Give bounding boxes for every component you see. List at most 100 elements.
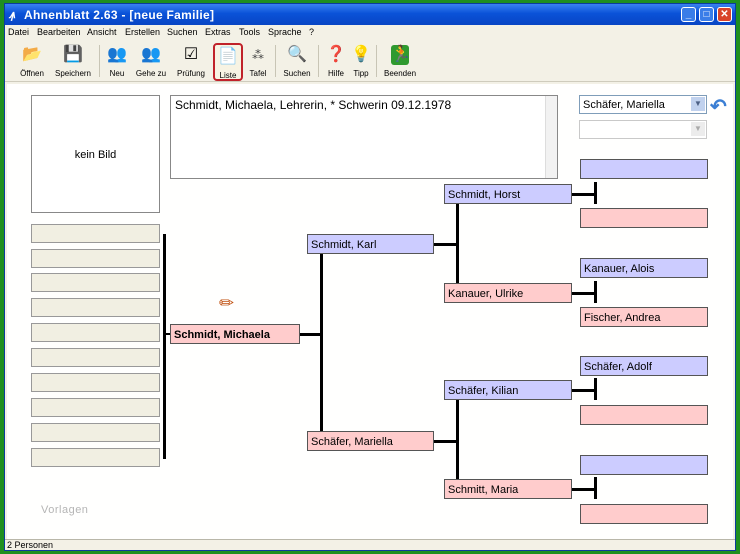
- goto-person-icon: 👥: [141, 46, 161, 63]
- tree-connector: [594, 477, 597, 499]
- exit-icon: 🏃: [391, 45, 411, 65]
- menu-suchen[interactable]: Suchen: [167, 27, 198, 37]
- help-icon: ❓: [326, 46, 346, 63]
- help-button[interactable]: ❓ Hilfe: [323, 43, 349, 81]
- status-text: 2 Personen: [7, 540, 54, 550]
- tree-connector: [434, 243, 456, 246]
- new-label: Neu: [109, 69, 125, 78]
- tree-connector: [572, 292, 596, 295]
- new-person-button[interactable]: 👥 Neu: [104, 43, 130, 81]
- toolbar-separator: [376, 45, 377, 77]
- list-document-icon: 📄: [218, 48, 238, 65]
- person-info-box[interactable]: Schmidt, Michaela, Lehrerin, * Schwerin …: [170, 95, 558, 179]
- menu-help[interactable]: ?: [309, 27, 315, 37]
- paternal-grandfather-box[interactable]: Schmidt, Horst: [444, 184, 572, 204]
- quit-label: Beenden: [383, 69, 417, 78]
- toolbar: 📂 Öffnen 💾 Speichern 👥 Neu 👥 Gehe zu ☑ P…: [5, 40, 735, 82]
- minimize-button[interactable]: _: [681, 7, 696, 22]
- child-slot[interactable]: [31, 224, 160, 243]
- edit-pencil-icon[interactable]: ✏: [219, 293, 235, 313]
- close-button[interactable]: ✕: [717, 7, 732, 22]
- templates-label[interactable]: Vorlagen: [41, 504, 89, 516]
- menu-tools[interactable]: Tools: [239, 27, 261, 37]
- child-slot[interactable]: [31, 298, 160, 317]
- list-button[interactable]: 📄 Liste: [213, 43, 243, 81]
- great-grandparent-box[interactable]: Kanauer, Alois: [580, 258, 708, 278]
- save-disk-icon: 💾: [63, 46, 83, 63]
- title-bar: ꙟ Ahnenblatt 2.63 - [neue Familie] _ □ ✕: [5, 4, 735, 25]
- maximize-button[interactable]: □: [699, 7, 714, 22]
- open-button[interactable]: 📂 Öffnen: [15, 43, 49, 81]
- paternal-grandmother-box[interactable]: Kanauer, Ulrike: [444, 283, 572, 303]
- tree-button[interactable]: ⁂ Tafel: [245, 43, 271, 81]
- toolbar-separator: [99, 45, 100, 77]
- chevron-down-icon[interactable]: ▼: [691, 122, 705, 136]
- save-label: Speichern: [54, 69, 92, 78]
- father-box[interactable]: Schmidt, Karl: [307, 234, 434, 254]
- child-slot[interactable]: [31, 373, 160, 392]
- focus-person-box[interactable]: Schmidt, Michaela: [170, 324, 300, 344]
- no-photo-label: kein Bild: [74, 149, 117, 161]
- tree-label: Tafel: [249, 69, 267, 78]
- great-grandparent-box[interactable]: [580, 405, 708, 425]
- quit-button[interactable]: 🏃 Beenden: [380, 43, 420, 81]
- info-scrollbar[interactable]: [545, 96, 557, 178]
- chevron-down-icon[interactable]: ▼: [691, 97, 705, 111]
- app-window: ꙟ Ahnenblatt 2.63 - [neue Familie] _ □ ✕…: [4, 3, 736, 551]
- mother-box[interactable]: Schäfer, Mariella: [307, 431, 434, 451]
- window-title: Ahnenblatt 2.63 - [neue Familie]: [24, 8, 215, 22]
- child-slot[interactable]: [31, 323, 160, 342]
- toolbar-separator: [318, 45, 319, 77]
- maternal-grandfather-box[interactable]: Schäfer, Kilian: [444, 380, 572, 400]
- menu-bar: Datei Bearbeiten Ansicht Erstellen Suche…: [5, 25, 735, 40]
- tree-connector: [594, 281, 597, 303]
- child-slot[interactable]: [31, 249, 160, 268]
- search-icon: 🔍: [287, 46, 307, 63]
- main-panel: kein Bild Schmidt, Michaela, Lehrerin, *…: [7, 84, 733, 539]
- tree-connector: [594, 182, 597, 204]
- tree-connector: [572, 193, 596, 196]
- goto-button[interactable]: 👥 Gehe zu: [132, 43, 170, 81]
- child-slot[interactable]: [31, 348, 160, 367]
- tree-connector: [320, 243, 323, 441]
- great-grandparent-box[interactable]: Schäfer, Adolf: [580, 356, 708, 376]
- tree-connector: [300, 333, 320, 336]
- check-button[interactable]: ☑ Prüfung: [172, 43, 210, 81]
- menu-bearbeiten[interactable]: Bearbeiten: [37, 27, 81, 37]
- save-button[interactable]: 💾 Speichern: [51, 43, 95, 81]
- search-button[interactable]: 🔍 Suchen: [280, 43, 314, 81]
- family-tree-icon: ⁂: [252, 48, 264, 62]
- person-info-text: Schmidt, Michaela, Lehrerin, * Schwerin …: [175, 98, 452, 112]
- great-grandparent-box[interactable]: [580, 504, 708, 524]
- menu-extras[interactable]: Extras: [205, 27, 231, 37]
- tip-label: Tipp: [353, 69, 369, 78]
- partner-select-value: Schäfer, Mariella: [583, 99, 665, 111]
- child-slot[interactable]: [31, 448, 160, 467]
- undo-icon[interactable]: ↶: [710, 96, 727, 118]
- tree-connector: [434, 440, 456, 443]
- check-icon: ☑: [183, 46, 199, 63]
- help-label: Hilfe: [327, 69, 344, 78]
- great-grandparent-box[interactable]: [580, 208, 708, 228]
- great-grandparent-box[interactable]: [580, 159, 708, 179]
- child-slot[interactable]: [31, 423, 160, 442]
- child-slot[interactable]: [31, 398, 160, 417]
- partner-select[interactable]: Schäfer, Mariella ▼: [579, 95, 707, 114]
- great-grandparent-box[interactable]: [580, 455, 708, 475]
- great-grandparent-box[interactable]: Fischer, Andrea: [580, 307, 708, 327]
- menu-ansicht[interactable]: Ansicht: [87, 27, 117, 37]
- ahnenblatt-app-icon: ꙟ: [9, 9, 15, 21]
- menu-datei[interactable]: Datei: [8, 27, 30, 37]
- open-folder-icon: 📂: [22, 46, 42, 63]
- menu-sprache[interactable]: Sprache: [268, 27, 302, 37]
- goto-label: Gehe zu: [135, 69, 167, 78]
- maternal-grandmother-box[interactable]: Schmitt, Maria: [444, 479, 572, 499]
- second-select[interactable]: ▼: [579, 120, 707, 139]
- child-slot[interactable]: [31, 273, 160, 292]
- children-connector: [163, 234, 166, 459]
- open-label: Öffnen: [20, 69, 44, 78]
- tip-button[interactable]: 💡 Tipp: [349, 43, 373, 81]
- menu-erstellen[interactable]: Erstellen: [125, 27, 161, 37]
- photo-box[interactable]: kein Bild: [31, 95, 160, 213]
- add-person-icon: 👥: [107, 46, 127, 63]
